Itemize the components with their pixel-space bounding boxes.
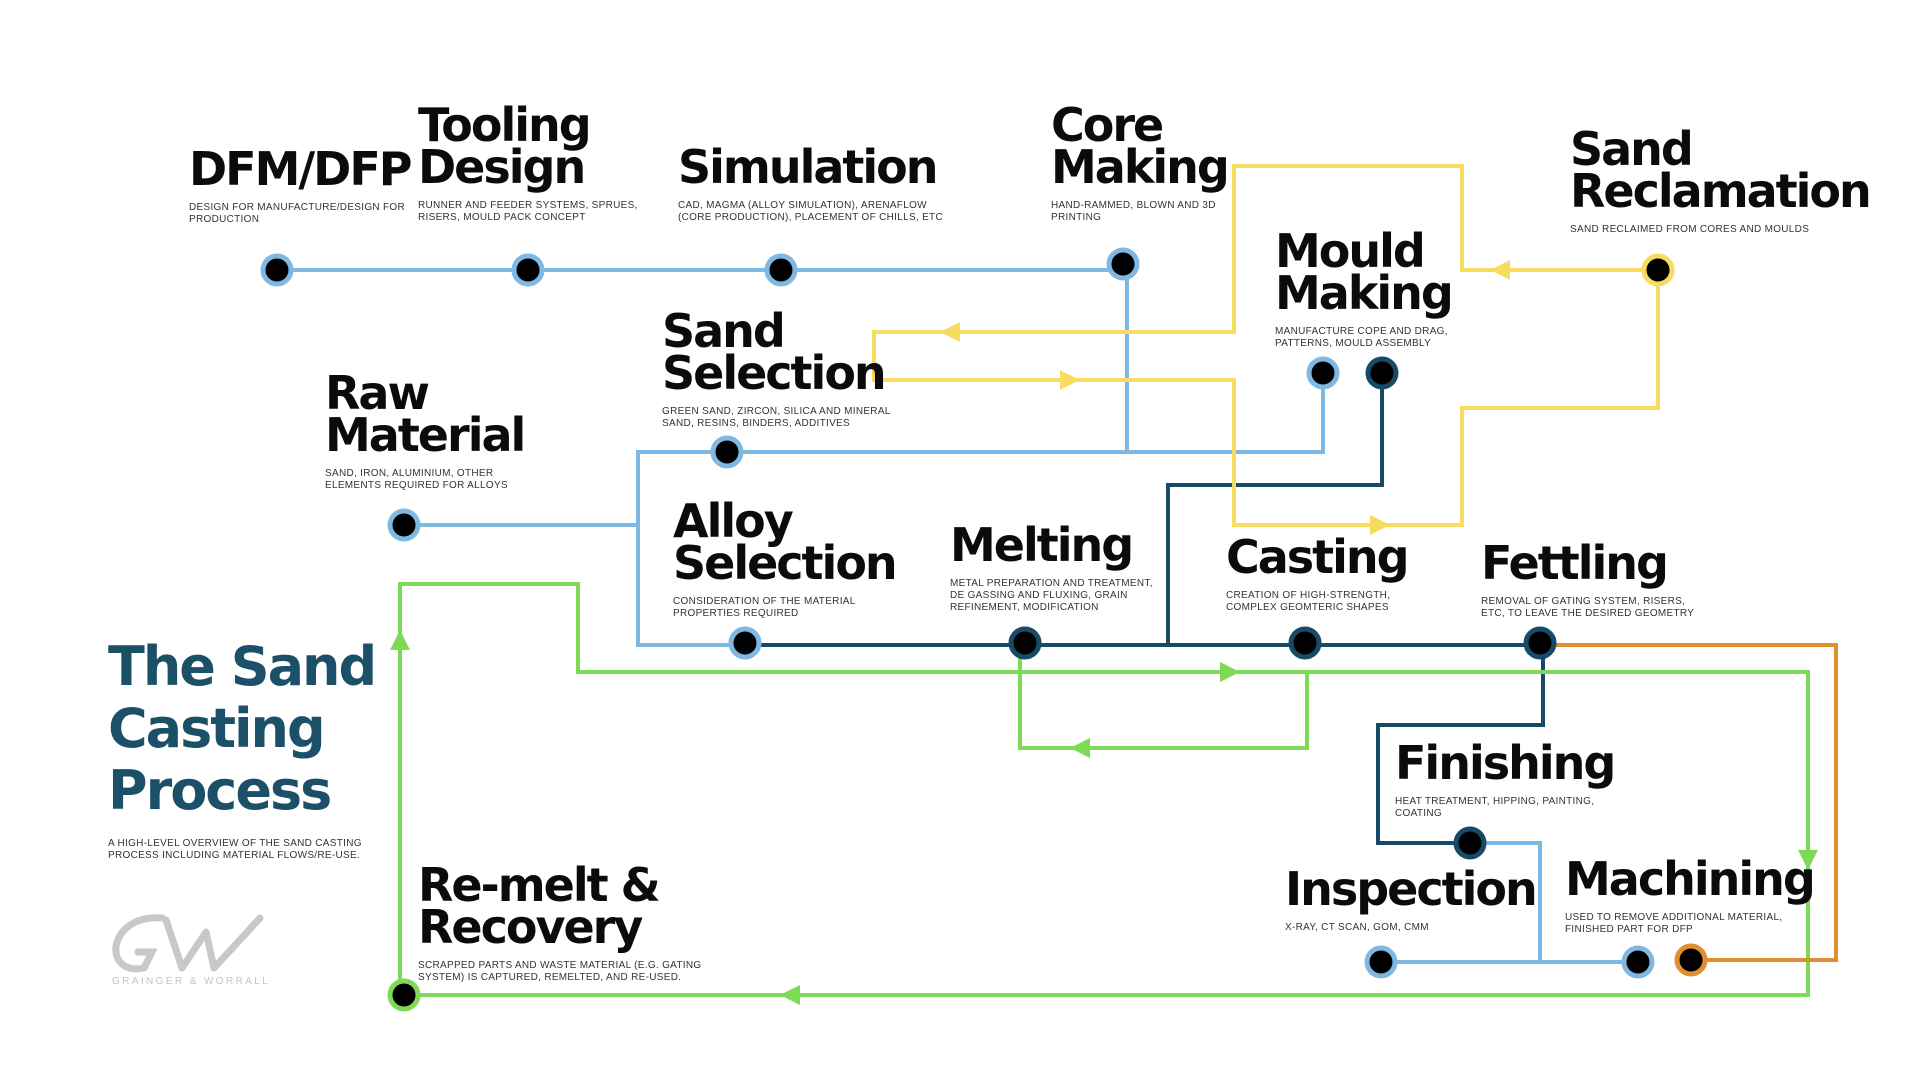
node-alloy [728, 626, 762, 660]
stage-desc-tooling: Runner and feeder systems, sprues, riser… [418, 200, 638, 223]
stage-desc-inspection: X-ray, CT scan, GOM, CMM [1285, 922, 1429, 933]
orange-route [1543, 643, 1838, 962]
navy-finishing-link [1376, 645, 1545, 845]
stage-title-melting: Melting [950, 518, 1134, 572]
stage-desc-simulation: CAD, Magma (alloy simulation), Arenaflow… [678, 200, 943, 223]
node-machining [1621, 945, 1655, 979]
stage-mould: Mould Making Manufacture cope and drag, … [1275, 224, 1454, 350]
node-raw [387, 508, 421, 542]
stage-desc-remelt: Scrapped parts and waste material (e.g. … [418, 960, 702, 983]
stage-machining: Machining Used to remove additional mate… [1565, 852, 1816, 936]
green-recovery-loop [398, 582, 1810, 997]
stage-sand: Sand Selection Green sand, zircon, silic… [662, 304, 891, 430]
stage-alloy: Alloy Selection Consideration of the mat… [673, 494, 898, 620]
node-dfm [260, 253, 294, 287]
stage-melting: Melting Metal preparation and treatment,… [950, 518, 1153, 614]
stage-reclamation: Sand Reclamation Sand reclaimed from cor… [1570, 122, 1872, 236]
navy-route [745, 374, 1545, 845]
page-title: The Sand Casting Process [108, 635, 377, 822]
node-fettling [1523, 626, 1557, 660]
green-melt-loop [1018, 645, 1309, 750]
stage-desc-melting: Metal preparation and treatment, de gass… [950, 578, 1153, 613]
stage-desc-reclamation: Sand reclaimed from cores and moulds [1570, 224, 1810, 235]
stage-core: Core Making Hand-rammed, blown and 3D pr… [1051, 98, 1230, 224]
stage-title-mould: Mould Making [1275, 224, 1454, 320]
node-mould-navy [1365, 356, 1399, 390]
stage-desc-finishing: Heat treatment, hipping, painting, coati… [1395, 796, 1595, 819]
stage-desc-machining: Used to remove additional material, fini… [1565, 912, 1783, 935]
stage-desc-fettling: Removal of gating system, risers, etc, t… [1481, 596, 1695, 619]
green-route [390, 582, 1818, 1005]
stage-desc-alloy: Consideration of the material properties… [673, 596, 856, 619]
logo-text: GRAINGER & WORRALL [112, 976, 271, 987]
stage-raw: Raw Material Sand, iron, aluminium, othe… [325, 366, 526, 492]
node-simulation [764, 253, 798, 287]
stage-dfm: DFM/DFP Design for manufacture/design fo… [189, 142, 413, 226]
stage-desc-mould: Manufacture cope and drag, patterns, mou… [1275, 326, 1448, 349]
stage-fettling: Fettling Removal of gating system, riser… [1481, 536, 1695, 620]
stage-title-machining: Machining [1565, 852, 1816, 906]
stage-title-simulation: Simulation [678, 140, 938, 194]
blue-inspection-link [1381, 841, 1542, 964]
stage-finishing: Finishing Heat treatment, hipping, paint… [1395, 736, 1616, 820]
stage-inspection: Inspection X-ray, CT scan, GOM, CMM [1285, 862, 1538, 934]
node-reclamation [1641, 253, 1675, 287]
stage-desc-dfm: Design for manufacture/design for produc… [189, 202, 406, 225]
stage-tooling: Tooling Design Runner and feeder systems… [418, 98, 638, 224]
logo-mark-w [162, 914, 264, 972]
stage-title-remelt: Re-melt & Recovery [418, 858, 661, 954]
stage-remelt: Re-melt & Recovery Scrapped parts and wa… [418, 858, 702, 984]
stage-title-finishing: Finishing [1395, 736, 1616, 790]
node-casting [1288, 626, 1322, 660]
company-logo [112, 914, 264, 973]
stage-title-fettling: Fettling [1481, 536, 1669, 590]
node-mould-blue [1306, 356, 1340, 390]
stage-title-reclamation: Sand Reclamation [1570, 122, 1872, 218]
stage-simulation: Simulation CAD, Magma (alloy simulation)… [678, 140, 943, 224]
stage-title-core: Core Making [1051, 98, 1230, 194]
stage-desc-casting: Creation of high-strength, complex geomt… [1226, 590, 1391, 613]
navy-mould-link [1166, 374, 1384, 645]
stage-title-casting: Casting [1226, 530, 1410, 584]
node-core [1106, 247, 1140, 281]
stage-desc-core: Hand-rammed, blown and 3D printing [1051, 200, 1216, 223]
yellow-reclamation-loop [872, 164, 1660, 527]
node-tooling [511, 253, 545, 287]
stage-casting: Casting Creation of high-strength, compl… [1226, 530, 1410, 614]
logo-mark-g [112, 914, 166, 973]
stage-title-raw: Raw Material [325, 366, 526, 462]
stage-title-inspection: Inspection [1285, 862, 1538, 916]
stage-desc-raw: Sand, iron, aluminium, other elements re… [325, 468, 508, 491]
node-melting [1008, 626, 1042, 660]
stage-title-dfm: DFM/DFP [189, 142, 413, 196]
yellow-route [872, 164, 1660, 535]
stage-title-sand: Sand Selection [662, 304, 887, 400]
stage-title-tooling: Tooling Design [418, 98, 592, 194]
node-machining-orange [1674, 943, 1708, 977]
stage-title-alloy: Alloy Selection [673, 494, 898, 590]
stage-desc-sand: Green sand, zircon, silica and mineral s… [662, 406, 891, 429]
node-finishing [1453, 826, 1487, 860]
blue-route [277, 264, 1638, 964]
page-subtitle: A high-level overview of the sand castin… [108, 838, 362, 861]
node-sand [710, 435, 744, 469]
station-nodes [260, 247, 1708, 1012]
node-inspection [1364, 945, 1398, 979]
blue-mould-link [636, 374, 1325, 647]
node-remelt [387, 978, 421, 1012]
